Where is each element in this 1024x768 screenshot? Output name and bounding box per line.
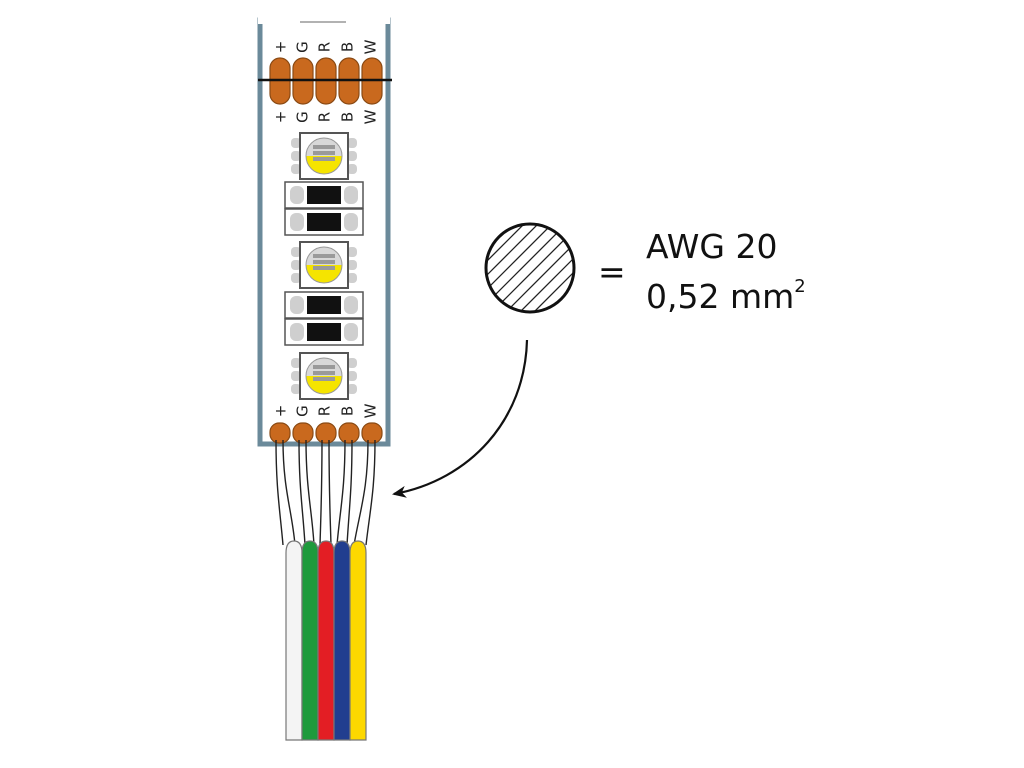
pin-label-w-bottom: W: [362, 403, 380, 418]
cross-section-outline: [484, 222, 576, 314]
cable-g-green: [301, 540, 319, 741]
pin-label-r-top: R: [316, 42, 334, 52]
wire-spec: = AWG 20 0,52 mm2: [598, 227, 806, 316]
cable-r-red: [317, 540, 335, 741]
smd-led-1: [291, 132, 357, 180]
smd-resistor-2: [284, 208, 364, 236]
wire-cross-section: [484, 222, 576, 314]
cable-w-yellow: [349, 540, 367, 741]
strand-r: [319, 439, 332, 546]
pin-label-g-mid: G: [294, 111, 312, 123]
pin-label-w-mid: W: [362, 109, 380, 124]
strand-b: [336, 439, 353, 546]
pointer-arrow: [392, 339, 529, 498]
cross-section-area-label: 0,52 mm2: [646, 276, 806, 316]
strand-w: [353, 439, 376, 546]
pad-plus-bottom: [269, 422, 291, 444]
area-exponent: 2: [794, 276, 805, 297]
top-pin-labels: + G R B W: [272, 39, 380, 54]
middle-pin-labels: + G R B W: [272, 109, 380, 124]
smd-led-2: [291, 241, 357, 289]
smd-resistor-4: [284, 318, 364, 346]
smd-resistor-1: [284, 181, 364, 209]
strip-top-mask: [258, 10, 390, 24]
area-value: 0,52 mm: [646, 277, 794, 316]
pad-r-bottom: [315, 422, 337, 444]
pin-label-plus-top: +: [272, 41, 290, 54]
pin-label-r-bottom: R: [316, 406, 334, 416]
pin-label-g-top: G: [294, 41, 312, 53]
cable-plus-white: [285, 540, 303, 741]
smd-led-3: [291, 352, 357, 400]
strand-g: [298, 439, 315, 546]
cables: [285, 540, 367, 741]
pin-label-r-mid: R: [316, 112, 334, 122]
bottom-pin-labels: + G R B W: [272, 403, 380, 418]
pad-w-bottom: [361, 422, 383, 444]
pin-label-b-top: B: [339, 42, 357, 52]
strand-plus: [275, 439, 296, 546]
pin-label-g-bottom: G: [294, 405, 312, 417]
top-solder-pads: [258, 57, 392, 105]
smd-resistor-3: [284, 291, 364, 319]
awg-gauge-label: AWG 20: [646, 227, 777, 266]
pad-g-bottom: [292, 422, 314, 444]
pad-b-bottom: [338, 422, 360, 444]
bottom-solder-pads: [269, 422, 383, 444]
pin-label-plus-bottom: +: [272, 405, 290, 418]
cable-b-blue: [333, 540, 351, 741]
wire-strands: [275, 439, 376, 546]
equals-sign: =: [598, 252, 626, 291]
pin-label-b-bottom: B: [339, 406, 357, 416]
pin-label-w-top: W: [362, 39, 380, 54]
led-strip: + G R B W + G R B W: [257, 10, 392, 447]
pin-label-plus-mid: +: [272, 111, 290, 124]
pin-label-b-mid: B: [339, 112, 357, 122]
